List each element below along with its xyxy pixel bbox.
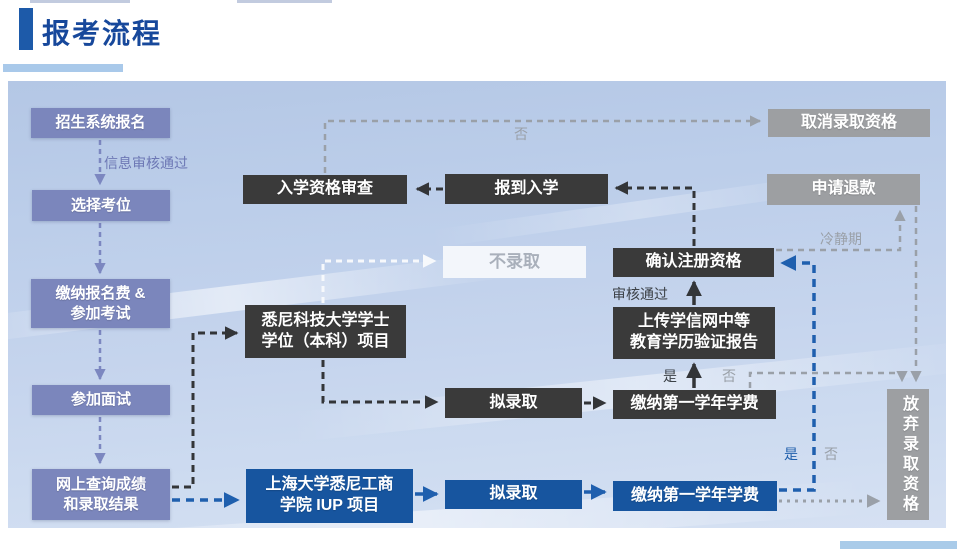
flow-node-give-up: 放弃录取资格: [887, 389, 929, 520]
flow-node-not-admitted: 不录取: [443, 246, 586, 278]
title-accent-bar: [19, 8, 33, 50]
flow-node-confirm-registration: 确认注册资格: [613, 248, 774, 277]
flow-node-pay-tuition-uts: 缴纳第一学年学费: [613, 390, 776, 419]
flow-node-proposed-admission-iup: 拟录取: [445, 480, 582, 509]
edge-label: 审核通过: [612, 286, 668, 302]
edge-label: 冷静期: [820, 231, 862, 247]
bottom-accent-bar: [840, 541, 957, 549]
flow-node-interview: 参加面试: [32, 385, 170, 415]
flow-node-cancel-admission: 取消录取资格: [768, 109, 930, 137]
edge-label: 信息审核通过: [104, 155, 188, 171]
flow-node-check-results: 网上查询成绩 和录取结果: [32, 469, 170, 520]
flow-node-register: 招生系统报名: [31, 108, 170, 138]
edge-label: 是: [784, 446, 798, 462]
edge-label: 否: [514, 126, 528, 142]
flow-node-choose-seat: 选择考位: [32, 190, 170, 221]
title-underline: [3, 64, 123, 72]
flow-node-upload-report: 上传学信网中等 教育学历验证报告: [613, 307, 775, 359]
flow-node-pay-tuition-iup: 缴纳第一学年学费: [613, 481, 777, 511]
edge-label: 否: [824, 446, 838, 462]
flow-node-iup-program: 上海大学悉尼工商 学院 IUP 项目: [246, 469, 413, 523]
top-edge-sliver: [237, 0, 332, 3]
top-edge-sliver: [30, 0, 130, 3]
edge-label: 是: [663, 368, 677, 384]
flow-node-proposed-admission-uts: 拟录取: [445, 388, 582, 418]
edge-label: 否: [722, 368, 736, 384]
flow-node-refund: 申请退款: [767, 174, 920, 205]
flow-node-uts-program: 悉尼科技大学学士 学位（本科）项目: [245, 305, 406, 358]
flow-node-qualification-review: 入学资格审查: [243, 175, 407, 204]
flow-node-pay-fee-exam: 缴纳报名费 & 参加考试: [31, 279, 170, 328]
flow-node-enroll: 报到入学: [445, 174, 608, 204]
page-title: 报考流程: [42, 18, 163, 49]
